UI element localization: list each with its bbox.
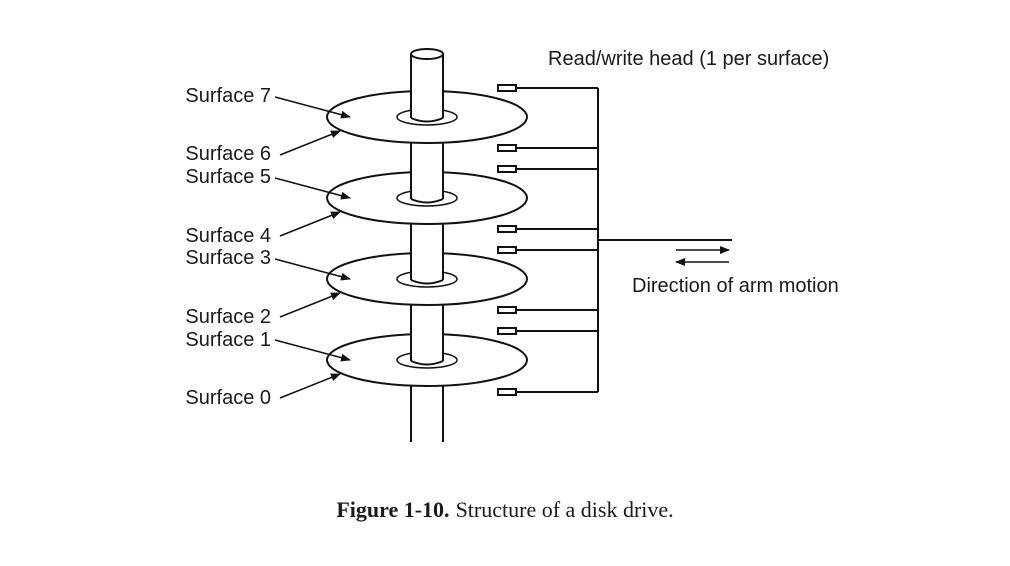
pointer-surface-3 bbox=[274, 258, 351, 281]
head-label: Read/write head (1 per surface) bbox=[548, 48, 829, 70]
pointer-surface-4 bbox=[279, 211, 341, 237]
pointer-surface-5 bbox=[274, 177, 351, 200]
motion-arrows bbox=[675, 246, 730, 266]
read-write-head bbox=[497, 306, 598, 314]
platter-1 bbox=[326, 48, 528, 144]
spindle-top bbox=[410, 48, 444, 60]
surface-label: Surface 0 bbox=[185, 387, 271, 409]
surface-pointers bbox=[274, 96, 351, 399]
surface-label: Surface 5 bbox=[185, 166, 271, 188]
read-write-head bbox=[497, 388, 598, 396]
read-write-head bbox=[497, 246, 598, 254]
pointer-surface-6 bbox=[279, 130, 341, 156]
read-write-head bbox=[497, 144, 598, 152]
surface-label: Surface 6 bbox=[185, 143, 271, 165]
pointer-surface-0 bbox=[279, 373, 341, 399]
read-write-head bbox=[497, 84, 598, 92]
surface-label: Surface 2 bbox=[185, 306, 271, 328]
surface-label: Surface 7 bbox=[185, 85, 271, 107]
spindle-base bbox=[410, 380, 444, 442]
pointer-surface-2 bbox=[279, 292, 341, 318]
surface-label: Surface 3 bbox=[185, 247, 271, 269]
pointer-surface-7 bbox=[274, 96, 351, 119]
platter-2 bbox=[326, 138, 528, 225]
platter-4 bbox=[326, 299, 528, 387]
caption-text: Structure of a disk drive. bbox=[455, 497, 674, 522]
figure-number: Figure 1-10. bbox=[336, 497, 450, 522]
read-write-head bbox=[497, 165, 598, 173]
arm-assembly bbox=[497, 84, 732, 396]
pointer-surface-1 bbox=[274, 339, 351, 362]
surface-label: Surface 4 bbox=[185, 225, 271, 247]
read-write-head bbox=[497, 327, 598, 335]
platter-3 bbox=[326, 220, 528, 306]
motion-label: Direction of arm motion bbox=[632, 275, 839, 297]
read-write-head bbox=[497, 225, 598, 233]
surface-label: Surface 1 bbox=[185, 329, 271, 351]
figure-caption: Figure 1-10.Structure of a disk drive. bbox=[0, 497, 1010, 523]
